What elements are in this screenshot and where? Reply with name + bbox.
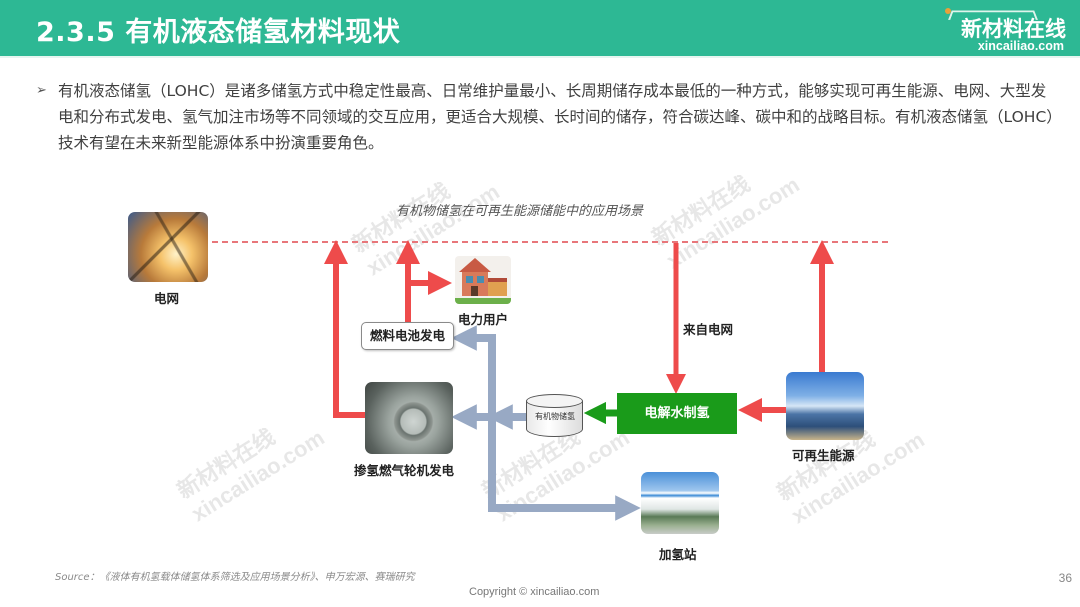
slide-title: 2.3.5 有机液态储氢材料现状: [36, 17, 401, 48]
from-grid-label: 来自电网: [683, 322, 734, 337]
page-number: 36: [1058, 571, 1072, 585]
fuel-cell-node: 燃料电池发电: [361, 322, 454, 350]
logo-domain: xincailiao.com: [977, 39, 1064, 53]
storage-tank-label: 有机物储氢: [535, 412, 575, 421]
power-user-label: 电力用户: [458, 312, 509, 327]
bullet-paragraph: ➢ 有机液态储氢（LOHC）是诸多储氢方式中稳定性最高、日常维护量最小、长周期储…: [36, 78, 1056, 156]
watermark: 新材料在线 xincailiao.com: [173, 424, 329, 527]
grid-dashed-line: [212, 241, 888, 243]
turbine-photo: [365, 382, 453, 454]
power-grid-photo: [128, 212, 208, 282]
hydrogen-station-label: 加氢站: [659, 547, 697, 562]
electrolysis-node: 电解水制氢: [617, 393, 737, 434]
storage-tank-node: 有机物储氢: [526, 394, 583, 442]
logo-dot-icon: [945, 8, 951, 14]
diagram-caption: 有机物储氢在可再生能源储能中的应用场景: [396, 204, 644, 219]
bullet-text: 有机液态储氢（LOHC）是诸多储氢方式中稳定性最高、日常维护量最小、长周期储存成…: [58, 82, 1055, 152]
gas-turbine-label: 掺氢燃气轮机发电: [354, 463, 455, 478]
bullet-arrow-icon: ➢: [36, 83, 47, 98]
wind-farm-photo: [786, 372, 864, 440]
refuel-station-photo: [641, 472, 719, 534]
house-icon: [455, 256, 511, 304]
slide-header: 2.3.5 有机液态储氢材料现状 新材料在线 xincailiao.com: [0, 0, 1080, 58]
source-citation: Source：《液体有机氢载体储氢体系筛选及应用场景分析》、申万宏源、赛瑞研究: [55, 572, 415, 583]
renewable-label: 可再生能源: [792, 448, 855, 463]
grid-label: 电网: [154, 291, 180, 306]
logo-name: 新材料在线: [961, 17, 1066, 41]
watermark: 新材料在线 xincailiao.com: [648, 171, 804, 274]
copyright: Copyright © xincailiao.com: [469, 586, 600, 598]
brand-logo: 新材料在线 xincailiao.com: [936, 4, 1066, 56]
